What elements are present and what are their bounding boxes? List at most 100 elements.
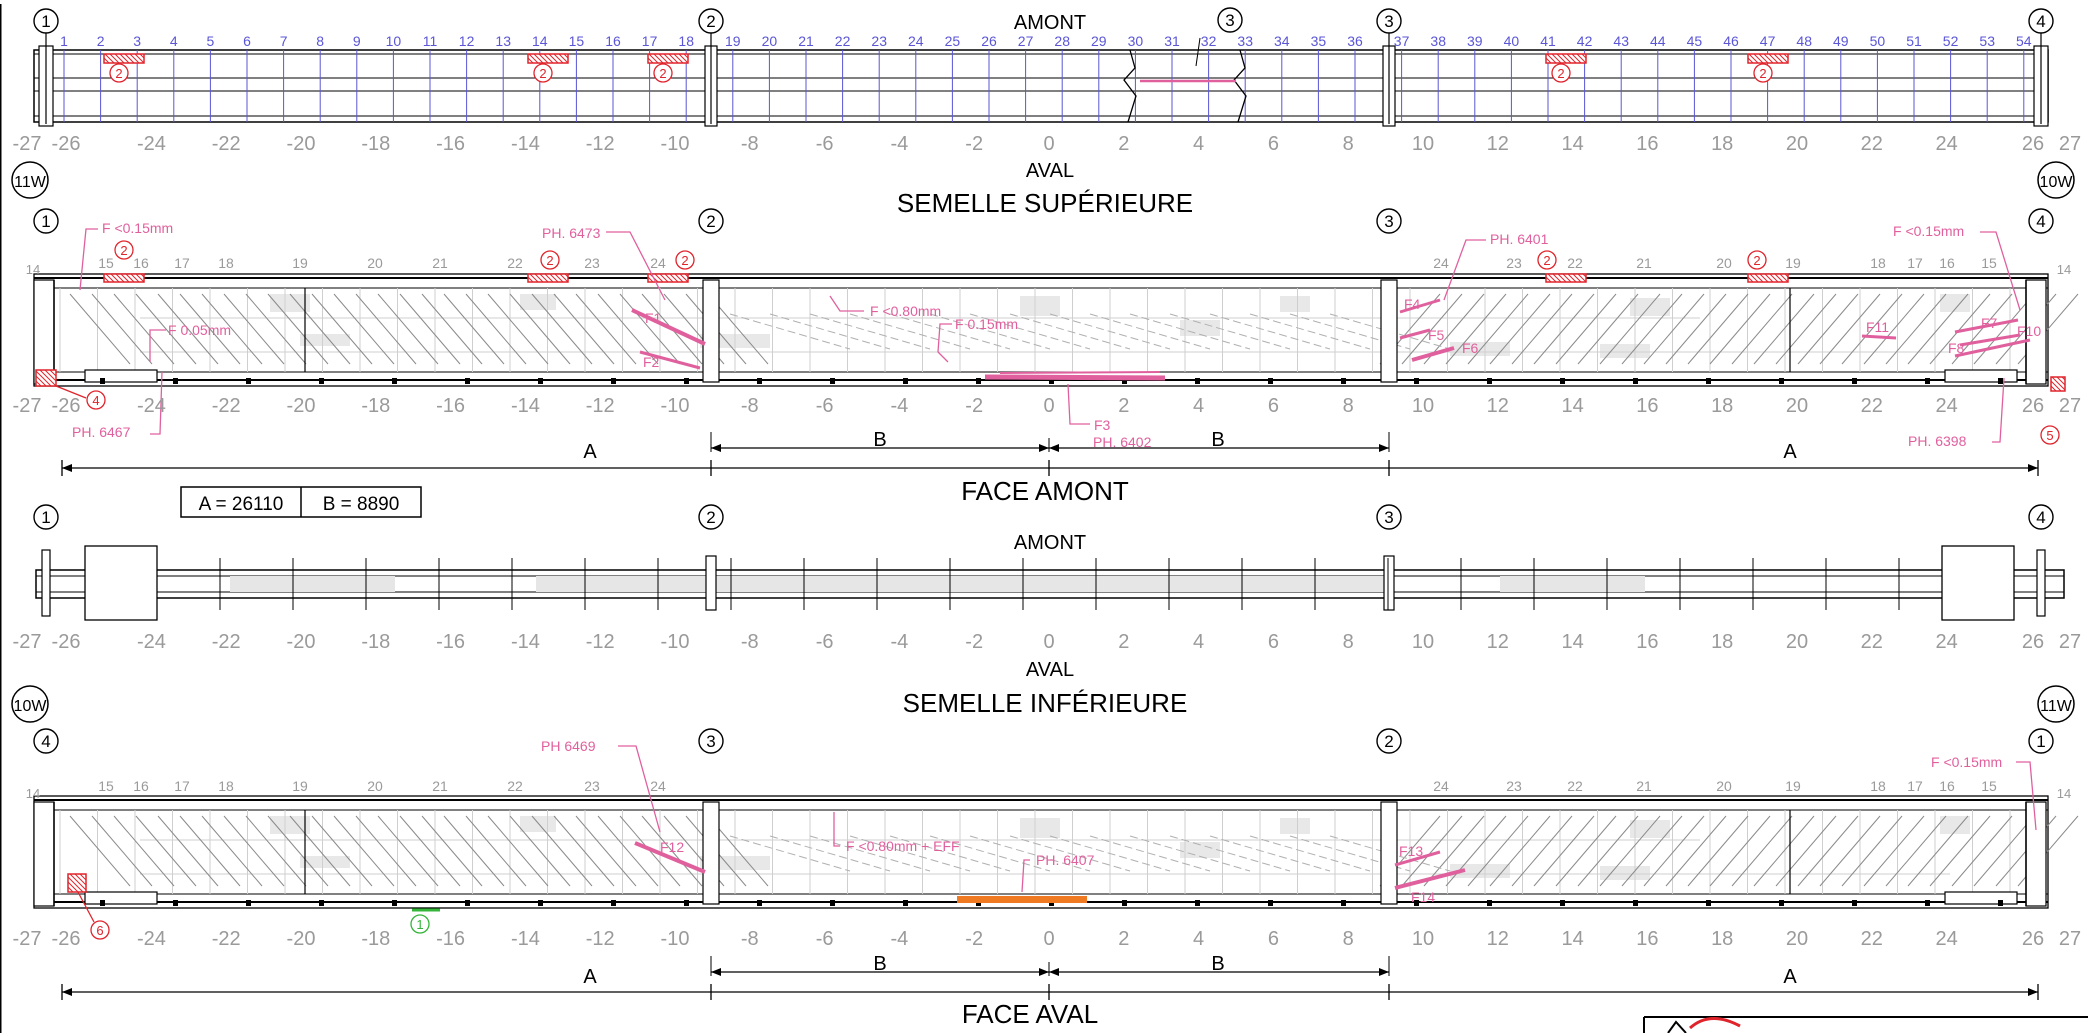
scale-row-3-tick: 27 <box>2059 631 2081 653</box>
defect-zone-top-5-marker <box>1753 63 1773 83</box>
stiffener-aval-l-22: 22 <box>507 778 523 794</box>
scale-row-3-tick: -18 <box>361 631 390 653</box>
defect-zone-top-2-marker <box>533 63 553 83</box>
scale-row-3-tick: 20 <box>1786 631 1808 653</box>
svg-text:10W: 10W <box>14 698 48 715</box>
scale-row-1-tick: 24 <box>1935 133 1957 155</box>
panel-number-53: 53 <box>1979 33 1995 49</box>
scale-row-1-tick: -10 <box>661 133 690 155</box>
scale-row-3-tick: -12 <box>586 631 615 653</box>
panel-number-28: 28 <box>1054 33 1070 49</box>
panel-number-45: 45 <box>1687 33 1703 49</box>
note-f13: F13 <box>1399 843 1423 859</box>
axis-2-top <box>698 8 724 34</box>
stiffener-aval-r-15: 15 <box>1981 778 1997 794</box>
dim-b-2: B <box>873 953 886 975</box>
panel-number-14: 14 <box>532 33 548 49</box>
scale-row-3-tick: -14 <box>511 631 540 653</box>
axis-1-inf-label: 1 <box>41 508 50 527</box>
axis-3-inf <box>1376 504 1402 530</box>
stiffener-14-amont-l: 14 <box>26 262 40 277</box>
note-f6: F6 <box>1462 340 1479 356</box>
scale-row-4-tick: -6 <box>816 928 834 950</box>
axis-2-inf <box>698 504 724 530</box>
defect-amont-1-marker <box>114 240 134 260</box>
orange-plate <box>957 896 1087 903</box>
annotations-face-amont: F <0.15mm F 0.05mm PH. 6467 PH. 6473 F1 … <box>72 220 2041 450</box>
scale-row-4-tick: -18 <box>361 928 390 950</box>
stiffener-aval-l-23: 23 <box>584 778 600 794</box>
axis-3-top-label: 3 <box>1384 12 1393 31</box>
panel-number-27: 27 <box>1018 33 1034 49</box>
note-f015-mid: F 0.15mm <box>955 316 1018 332</box>
dimension-line-aval <box>61 956 2039 1000</box>
note-ph6407: PH. 6407 <box>1036 852 1095 868</box>
company-logo <box>1643 1016 2088 1033</box>
stiffener-aval-r-20: 20 <box>1716 778 1732 794</box>
marker-3-top <box>1217 7 1243 33</box>
panel-number-26: 26 <box>981 33 997 49</box>
defect-amont-1 <box>103 273 145 283</box>
scale-row-1-tick: 16 <box>1636 133 1658 155</box>
stiffener-amont-l-18: 18 <box>218 255 234 271</box>
stiffener-amont-r-18: 18 <box>1870 255 1886 271</box>
label-aval-bottom: AVAL <box>1026 659 1074 681</box>
scale-row-4-tick: -26 <box>52 928 81 950</box>
axis-4-inf <box>2028 504 2054 530</box>
scale-row-3-tick: -10 <box>661 631 690 653</box>
scale-row-4-tick: 4 <box>1193 928 1204 950</box>
scale-row-2-tick: 14 <box>1561 395 1583 417</box>
scale-row-4-tick: -16 <box>436 928 465 950</box>
scale-row-2-tick: 12 <box>1487 395 1509 417</box>
note-f015-left: F <0.15mm <box>102 220 173 236</box>
axis-2-aval <box>1376 728 1402 754</box>
defect-zone-top-4 <box>1545 53 1587 64</box>
axis-4-aval-label: 4 <box>41 732 50 751</box>
panel-number-32: 32 <box>1201 33 1217 49</box>
stiffener-aval-r-23: 23 <box>1506 778 1522 794</box>
panel-number-34: 34 <box>1274 33 1290 49</box>
panel-number-1: 1 <box>60 33 68 49</box>
view-semelle-inferieure <box>35 545 2065 621</box>
scale-row-2-tick: 10 <box>1412 395 1434 417</box>
scale-row-1-tick: -4 <box>891 133 909 155</box>
defect-amont-4 <box>1545 273 1587 283</box>
axis-2-top-label: 2 <box>706 12 715 31</box>
marker-5-label: 5 <box>2046 428 2053 443</box>
scale-row-1-tick: 20 <box>1786 133 1808 155</box>
panel-number-29: 29 <box>1091 33 1107 49</box>
dim-a-1: A <box>1783 441 1797 463</box>
note-f1: F1 <box>645 310 662 326</box>
panel-number-48: 48 <box>1796 33 1812 49</box>
scale-row-2-tick: 6 <box>1268 395 1279 417</box>
marker-1-green-label: 1 <box>416 917 423 932</box>
scale-row-2-tick: 2 <box>1118 395 1129 417</box>
panel-number-15: 15 <box>569 33 585 49</box>
note-ph6467: PH. 6467 <box>72 424 131 440</box>
scale-row-1-tick: 6 <box>1268 133 1279 155</box>
dimension-legend: A = 26110 B = 8890 <box>180 486 422 518</box>
defect-zone-top-5-marker-label: 2 <box>1759 66 1766 81</box>
defect-amont-5 <box>1747 273 1789 283</box>
scale-row-3-tick: 6 <box>1268 631 1279 653</box>
dim-a-0: A <box>583 441 597 463</box>
stiffener-aval-r-16: 16 <box>1939 778 1955 794</box>
scale-row-1-tick: -14 <box>511 133 540 155</box>
scale-row-3-tick: 12 <box>1487 631 1509 653</box>
scale-row-1-tick: 12 <box>1487 133 1509 155</box>
axis-1-aval <box>2028 728 2054 754</box>
scale-row-3-tick: 10 <box>1412 631 1434 653</box>
view-face-amont <box>33 273 2079 387</box>
scale-row-3-tick: 16 <box>1636 631 1658 653</box>
defect-amont-5-marker-label: 2 <box>1753 253 1760 268</box>
note-f080: F <0.80mm <box>870 303 941 319</box>
panel-number-52: 52 <box>1943 33 1959 49</box>
marker-5 <box>2040 425 2060 445</box>
scale-row-4-tick: 2 <box>1118 928 1129 950</box>
scale-row-1-tick: 14 <box>1561 133 1583 155</box>
marker-4-label: 4 <box>92 393 99 408</box>
scale-row-2-tick: -16 <box>436 395 465 417</box>
stiffener-amont-r-15: 15 <box>1981 255 1997 271</box>
scale-row-4-tick: -14 <box>511 928 540 950</box>
scale-row-2-tick: -10 <box>661 395 690 417</box>
